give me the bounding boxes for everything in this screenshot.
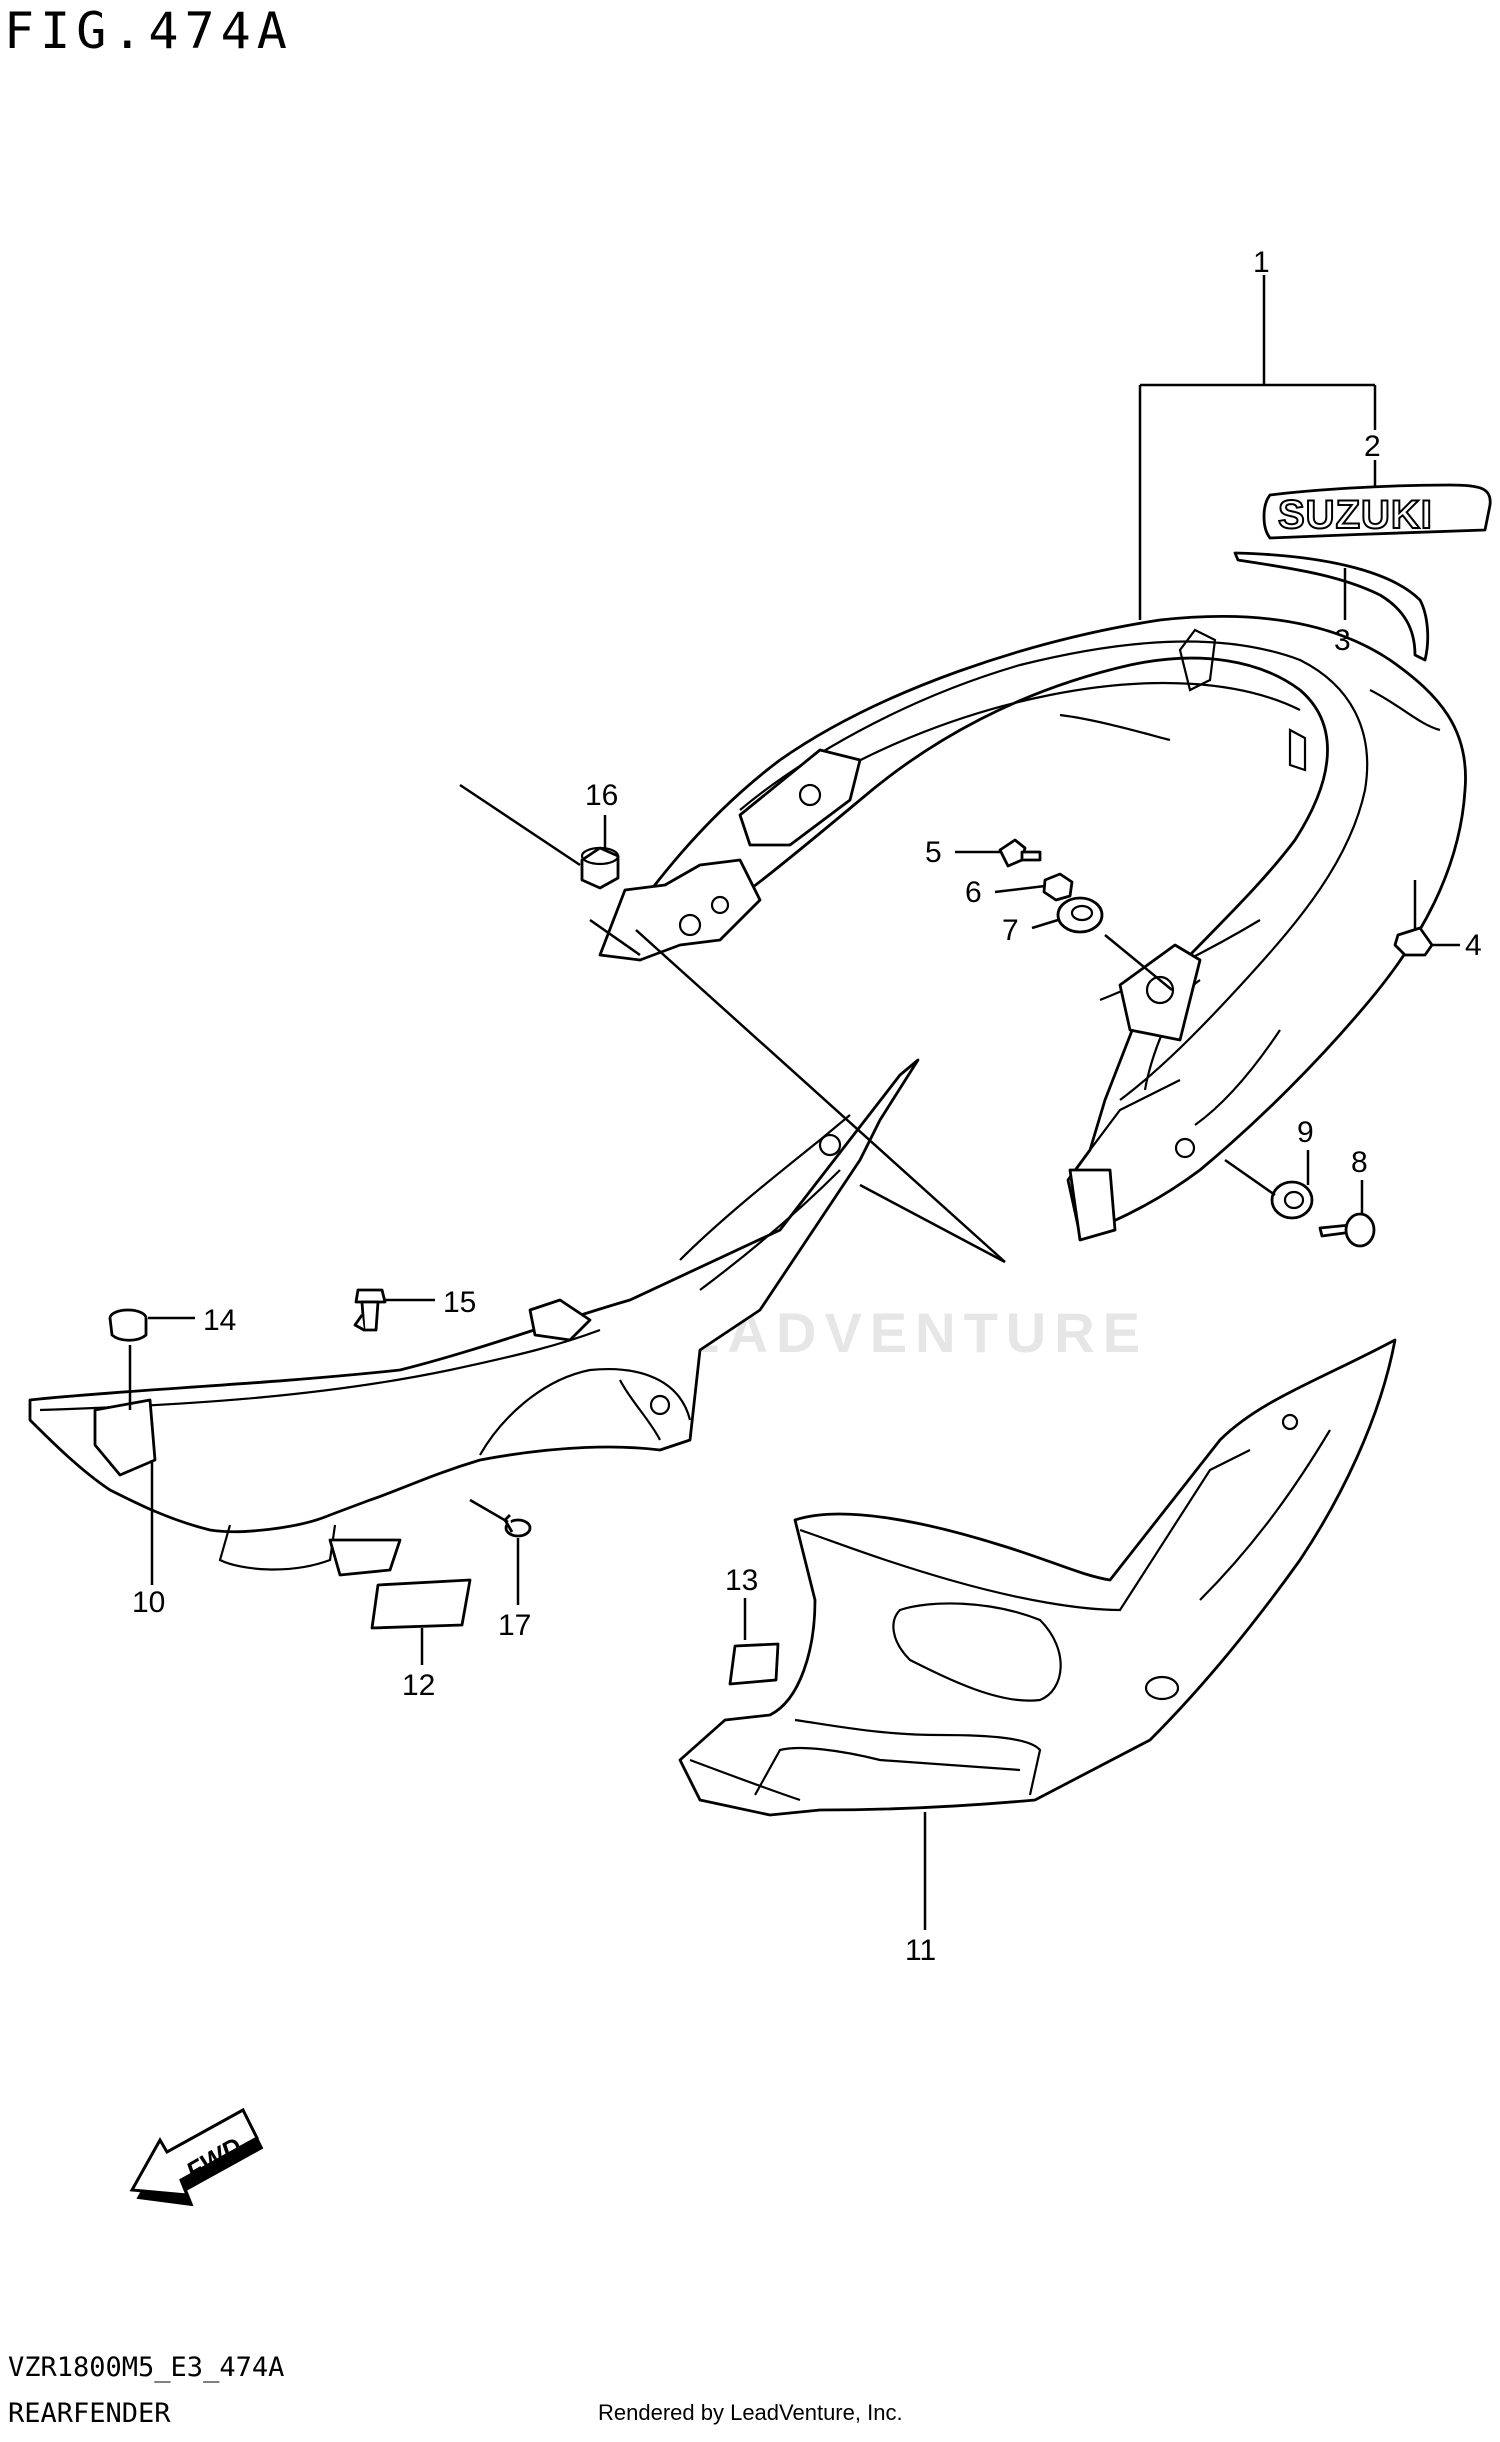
pad-12-part[interactable] xyxy=(370,1578,472,1630)
collar-part[interactable] xyxy=(1042,872,1074,902)
suzuki-emblem-part[interactable]: SUZUKI xyxy=(1262,483,1492,540)
section-title: REARFENDER xyxy=(8,2398,171,2429)
rubber-cushion-part[interactable] xyxy=(580,846,620,890)
callout-10: 10 xyxy=(132,1586,165,1619)
left-frame-cover-part[interactable] xyxy=(28,1058,920,1577)
callout-16: 16 xyxy=(585,779,618,812)
callout-6: 6 xyxy=(965,876,982,909)
fwd-arrow-icon: FWD xyxy=(129,2107,264,2207)
screw-17-part[interactable] xyxy=(503,1514,532,1538)
callout-1: 1 xyxy=(1253,246,1270,279)
callout-2: 2 xyxy=(1364,430,1381,463)
right-frame-cover-part[interactable] xyxy=(678,1338,1397,1817)
push-rivet-part[interactable] xyxy=(353,1288,387,1332)
figure-title: FIG.474A xyxy=(4,2,293,60)
leader-lines xyxy=(128,275,1460,1930)
callout-15: 15 xyxy=(443,1286,476,1319)
callout-3: 3 xyxy=(1334,624,1351,657)
cushion-part[interactable] xyxy=(1270,1180,1314,1220)
trim-strip-part[interactable] xyxy=(1233,551,1430,662)
callout-11: 11 xyxy=(905,1934,936,1967)
decal-text: SUZUKI xyxy=(1278,493,1433,537)
callout-5: 5 xyxy=(925,836,942,869)
callout-8: 8 xyxy=(1351,1146,1368,1179)
diagram-code: VZR1800M5_E3_474A xyxy=(8,2352,285,2383)
callout-9: 9 xyxy=(1297,1116,1314,1149)
pad-13-part[interactable] xyxy=(728,1642,780,1686)
callout-7: 7 xyxy=(1002,914,1019,947)
screw-part[interactable] xyxy=(1318,1212,1376,1248)
grommet-14-part[interactable] xyxy=(108,1308,148,1342)
callout-12: 12 xyxy=(402,1669,435,1702)
callout-4: 4 xyxy=(1465,929,1482,962)
clip-nut-part[interactable] xyxy=(1393,926,1434,957)
rendered-by: Rendered by LeadVenture, Inc. xyxy=(598,2400,903,2425)
callout-17: 17 xyxy=(498,1609,531,1642)
bolt-part[interactable] xyxy=(998,838,1042,868)
callout-numbers: 1 2 3 4 5 6 7 8 9 10 11 12 13 14 15 16 1… xyxy=(132,246,1482,1967)
callout-13: 13 xyxy=(725,1564,758,1597)
grommet-part[interactable] xyxy=(1056,896,1104,934)
callout-14: 14 xyxy=(203,1304,236,1337)
